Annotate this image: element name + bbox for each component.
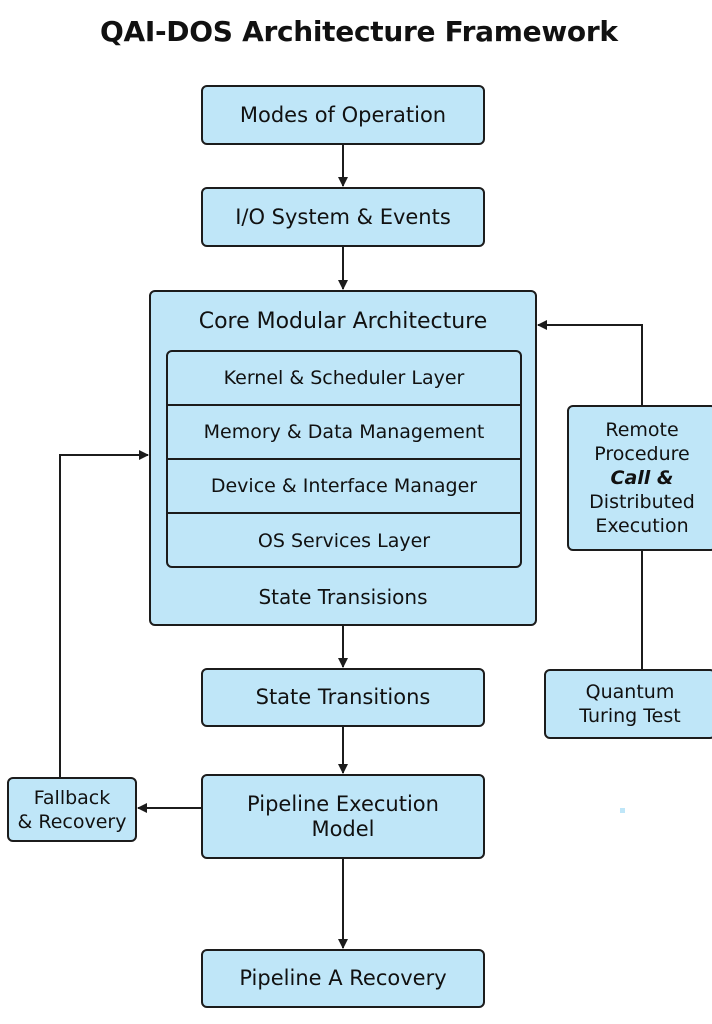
arrow-rpc-to-core <box>537 320 643 405</box>
state-transitions-box[interactable]: State Transitions <box>201 668 485 727</box>
arrow-fallback-to-core <box>59 450 149 778</box>
quantum-label-line2: Turing Test <box>579 705 681 727</box>
remote-procedure-call-box[interactable]: Remote Procedure Call & Distributed Exec… <box>567 405 712 551</box>
layer-device-interface[interactable]: Device & Interface Manager <box>168 460 520 514</box>
core-title: Core Modular Architecture <box>198 309 488 334</box>
modes-of-operation-label: Modes of Operation <box>239 102 447 127</box>
pipeline-execution-label-line2: Model <box>311 816 375 841</box>
core-layers-stack: Kernel & Scheduler Layer Memory & Data M… <box>166 350 522 568</box>
layer-os-services[interactable]: OS Services Layer <box>257 530 431 552</box>
pipeline-execution-label-line1: Pipeline Execution <box>247 791 439 816</box>
state-transitions-label: State Transitions <box>255 685 431 709</box>
pipeline-execution-model-box[interactable]: Pipeline Execution Model <box>201 774 485 859</box>
pipeline-recovery-label: Pipeline A Recovery <box>239 966 447 990</box>
fallback-label-line1: Fallback <box>33 786 111 809</box>
rpc-label-line5: Execution <box>595 515 689 537</box>
pipeline-recovery-box[interactable]: Pipeline A Recovery <box>201 949 485 1008</box>
stray-dot <box>620 808 625 813</box>
core-modular-architecture-box[interactable]: Core Modular Architecture Kernel & Sched… <box>149 290 537 626</box>
layer-kernel-scheduler[interactable]: Kernel & Scheduler Layer <box>168 352 520 406</box>
rpc-label-line4: Distributed <box>589 491 695 513</box>
quantum-turing-test-box[interactable]: Quantum Turing Test <box>544 669 712 739</box>
page-title: QAI-DOS Architecture Framework <box>100 15 618 48</box>
fallback-label-line2: & Recovery <box>17 810 127 833</box>
io-system-label: I/O System & Events <box>235 204 451 229</box>
io-system-box[interactable]: I/O System & Events <box>201 187 485 247</box>
rpc-label-line2: Procedure <box>594 443 690 465</box>
rpc-label-line3: Call & <box>610 467 674 489</box>
layer-memory-data[interactable]: Memory & Data Management <box>168 406 520 460</box>
rpc-label-line1: Remote <box>605 419 679 441</box>
core-footer-label: State Transisions <box>258 585 428 609</box>
modes-of-operation-box[interactable]: Modes of Operation <box>201 85 485 145</box>
quantum-label-line1: Quantum <box>585 681 675 703</box>
fallback-recovery-box[interactable]: Fallback & Recovery <box>7 777 137 842</box>
